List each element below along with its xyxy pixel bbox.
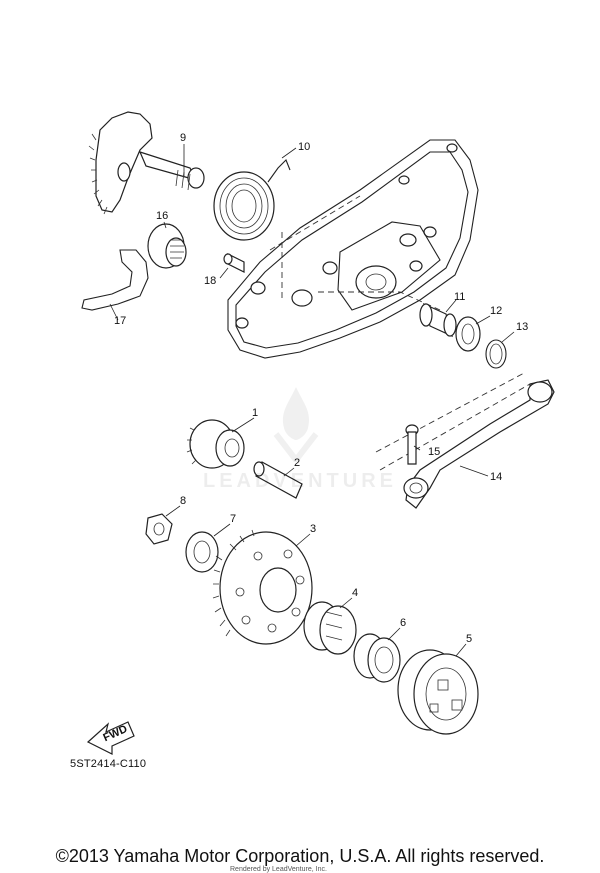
part-4-bearing <box>303 601 357 655</box>
callout-15: 15 <box>428 446 440 458</box>
callout-18: 18 <box>204 275 216 287</box>
copyright-notice: ©2013 Yamaha Motor Corporation, U.S.A. A… <box>55 846 545 866</box>
fwd-direction-arrow: FWD <box>86 721 135 755</box>
callout-13: 13 <box>516 321 528 333</box>
callout-14: 14 <box>490 471 502 483</box>
part-3-wheel-gear <box>212 529 313 645</box>
part-6-collar <box>353 633 401 683</box>
part-17-spring-clip <box>81 249 149 311</box>
callout-2: 2 <box>294 457 300 469</box>
part-7-washer <box>185 531 219 573</box>
watermark-text: LEADVENTURE <box>202 470 397 492</box>
part-1-idle-gear <box>186 419 245 469</box>
callout-1: 1 <box>252 407 258 419</box>
part-5-housing <box>397 649 479 735</box>
part-9-kick-axle <box>88 111 205 215</box>
part-13-circlip <box>485 339 507 369</box>
callout-3: 3 <box>310 523 316 535</box>
callouts: 9 10 16 17 18 11 12 13 15 14 1 2 8 7 3 4 <box>109 132 528 657</box>
callout-5: 5 <box>466 633 472 645</box>
rendered-by-credit: Rendered by LeadVenture, Inc. <box>230 866 327 873</box>
callout-6: 6 <box>400 617 406 629</box>
part-10-torsion-spring <box>213 159 291 241</box>
callout-4: 4 <box>352 587 358 599</box>
crankcase-cover <box>227 139 479 359</box>
part-14-kick-crank <box>375 371 555 509</box>
part-11-collar <box>419 302 457 338</box>
callout-9: 9 <box>180 132 186 144</box>
callout-17: 17 <box>114 315 126 327</box>
callout-12: 12 <box>490 305 502 317</box>
part-8-nut <box>145 513 173 545</box>
callout-11: 11 <box>454 291 465 303</box>
part-18-dowel-pin <box>223 253 245 273</box>
leadventure-flame-logo <box>273 387 319 462</box>
callout-7: 7 <box>230 513 236 525</box>
part-12-oil-seal <box>455 316 481 352</box>
part-16-ratchet <box>147 223 187 269</box>
part-15-bolt <box>405 424 419 465</box>
diagram-reference-code: 5ST2414-C110 <box>70 758 147 770</box>
callout-8: 8 <box>180 495 186 507</box>
callout-16: 16 <box>156 210 168 222</box>
callout-10: 10 <box>298 141 310 153</box>
part-2-shaft <box>253 461 303 499</box>
